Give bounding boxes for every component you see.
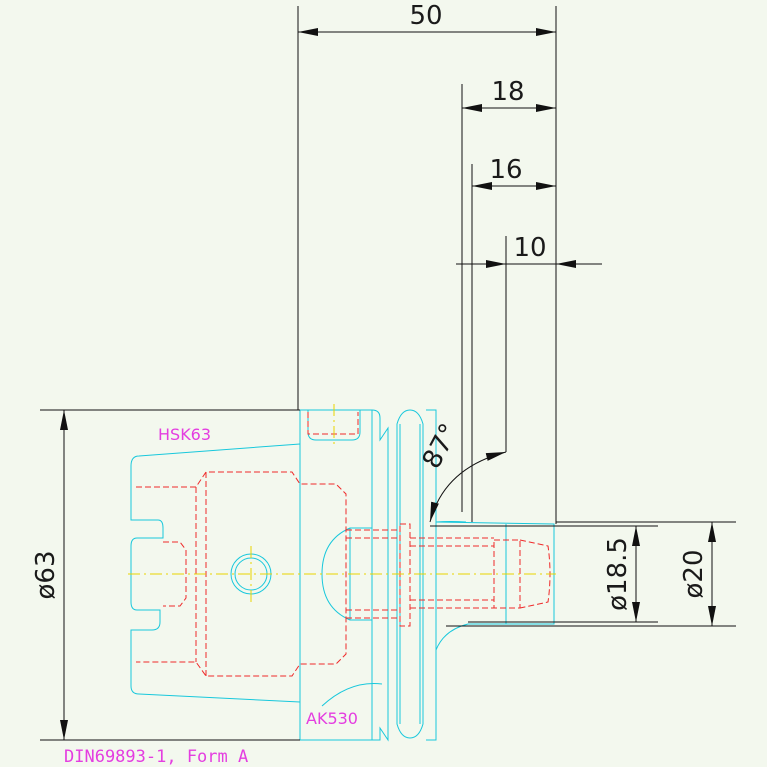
dimension-diameter-18-5: ø18.5 xyxy=(603,537,633,611)
dimension-angle: 87° xyxy=(417,419,465,474)
label-standard: DIN69893-1, Form A xyxy=(64,747,248,767)
dimension-lines xyxy=(40,6,736,741)
dimension-overall-length: 50 xyxy=(409,1,442,31)
part-outline xyxy=(130,409,555,742)
dimension-length-16: 16 xyxy=(489,155,522,185)
dimension-diameter-20: ø20 xyxy=(679,550,709,599)
dimension-length-10: 10 xyxy=(513,233,546,263)
dimension-diameter-63: ø63 xyxy=(31,551,61,600)
label-hsk63: HSK63 xyxy=(158,425,211,444)
dimension-length-18: 18 xyxy=(491,77,524,107)
centerlines xyxy=(128,404,556,602)
label-ak530: AK530 xyxy=(306,709,358,728)
